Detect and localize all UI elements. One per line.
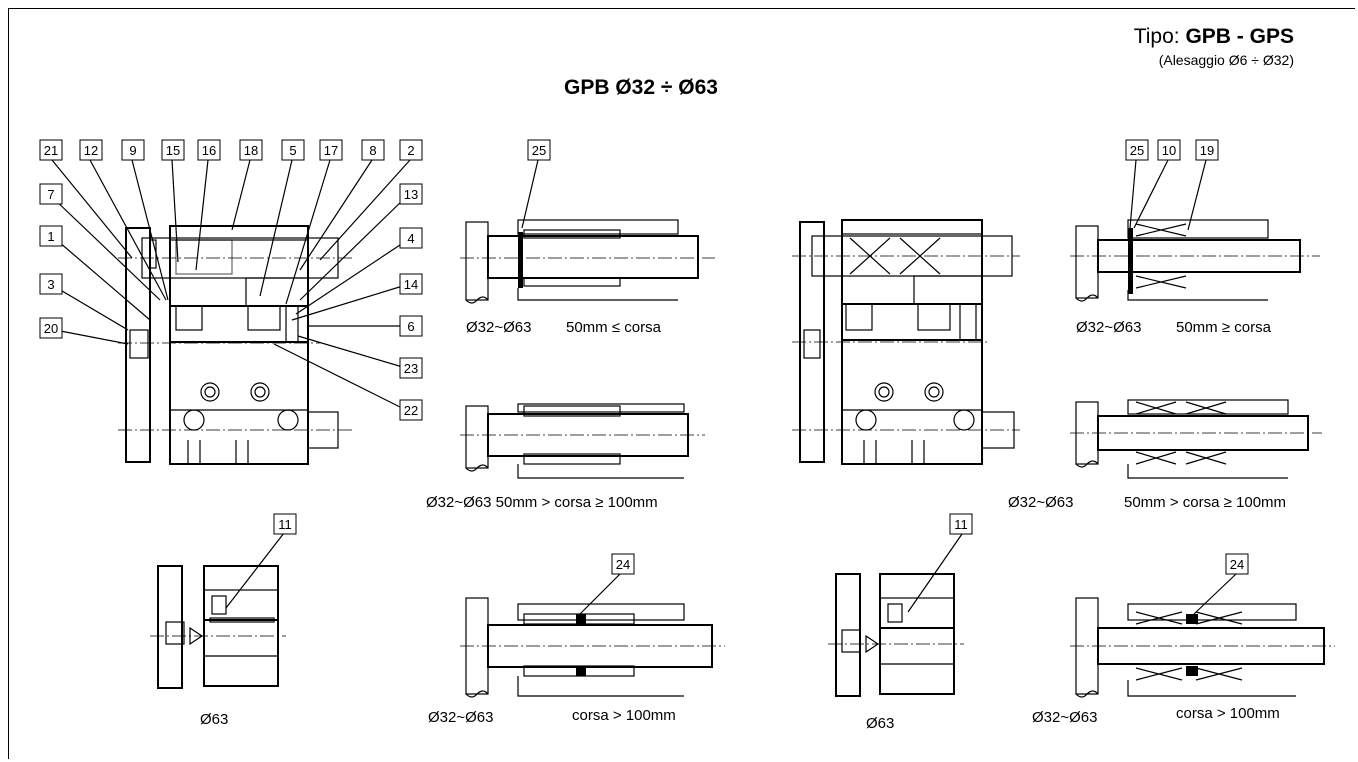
part-tag: 21 [39, 139, 63, 161]
part-tag: 16 [197, 139, 221, 161]
caption-size-stroke: Ø32~Ø63 50mm > corsa ≥ 100mm [426, 494, 658, 511]
part-tag: 19 [1195, 139, 1219, 161]
svg-text:12: 12 [84, 143, 98, 158]
svg-text:24: 24 [1230, 557, 1244, 572]
part-tag: 9 [121, 139, 145, 161]
svg-text:5: 5 [289, 143, 296, 158]
svg-text:17: 17 [324, 143, 338, 158]
caption-stroke: 50mm ≤ corsa [566, 319, 661, 336]
svg-text:11: 11 [278, 517, 292, 532]
gps-long-stroke-view [1070, 597, 1335, 698]
svg-text:20: 20 [44, 321, 58, 336]
gpb-long-stroke-view [460, 597, 725, 698]
svg-text:23: 23 [404, 361, 418, 376]
type-value: GPB - GPS [1185, 25, 1294, 48]
detail-view-right [828, 573, 964, 697]
svg-text:19: 19 [1200, 143, 1214, 158]
part-tag: 20 [39, 317, 63, 339]
part-tag: 22 [399, 399, 423, 421]
part-tag: 14 [399, 273, 423, 295]
caption-stroke: corsa > 100mm [572, 707, 676, 724]
part-tag: 25 [1125, 139, 1149, 161]
detail-caption: Ø63 [200, 711, 229, 728]
part-tag: 13 [399, 183, 423, 205]
svg-text:6: 6 [407, 319, 414, 334]
caption-size: Ø32~Ø63 [1032, 709, 1098, 726]
svg-text:4: 4 [407, 231, 414, 246]
part-tag: 18 [239, 139, 263, 161]
svg-text:1: 1 [47, 229, 54, 244]
drawing-border [8, 8, 1355, 759]
part-tag: 24 [1225, 553, 1249, 575]
leader-lines [49, 159, 1237, 615]
part-tag: 2 [399, 139, 423, 161]
part-tag: 1 [39, 225, 63, 247]
gpb-assembly-view [118, 225, 352, 465]
gpb-mid-stroke-view [460, 403, 705, 479]
part-tag: 10 [1157, 139, 1181, 161]
detail-view-left [150, 565, 286, 689]
caption-stroke: 50mm > corsa ≥ 100mm [1124, 494, 1287, 511]
part-tag: 8 [361, 139, 385, 161]
part-tag: 12 [79, 139, 103, 161]
gps-mid-stroke-view [1070, 399, 1322, 479]
svg-text:14: 14 [404, 277, 418, 292]
part-tag: 3 [39, 273, 63, 295]
svg-text:18: 18 [244, 143, 258, 158]
caption-size: Ø32~Ø63 [428, 709, 494, 726]
gps-assembly-view [792, 219, 1020, 465]
part-tag: 11 [273, 513, 297, 535]
svg-text:21: 21 [44, 143, 58, 158]
type-heading: Tipo: GPB - GPS [1134, 26, 1294, 47]
svg-text:9: 9 [129, 143, 136, 158]
part-tag: 15 [161, 139, 185, 161]
svg-text:25: 25 [1130, 143, 1144, 158]
caption-size: Ø32~Ø63 [1008, 494, 1074, 511]
svg-text:22: 22 [404, 403, 418, 418]
svg-text:7: 7 [47, 187, 54, 202]
caption-size: Ø32~Ø63 [1076, 319, 1142, 336]
part-tag: 4 [399, 227, 423, 249]
detail-caption: Ø63 [866, 715, 895, 732]
main-title: GPB Ø32 ÷ Ø63 [564, 76, 718, 99]
part-tag: 23 [399, 357, 423, 379]
caption-size: Ø32~Ø63 [466, 319, 532, 336]
part-tag: 24 [611, 553, 635, 575]
svg-text:16: 16 [202, 143, 216, 158]
part-tags: 21 12 9 15 16 18 5 17 8 2 13 7 1 4 3 14 … [39, 139, 1249, 575]
caption-stroke: corsa > 100mm [1176, 705, 1280, 722]
part-tag: 6 [399, 315, 423, 337]
svg-text:3: 3 [47, 277, 54, 292]
part-tag: 17 [319, 139, 343, 161]
bore-range: (Alesaggio Ø6 ÷ Ø32) [1158, 52, 1294, 68]
part-tag: 11 [949, 513, 973, 535]
caption-stroke: 50mm ≥ corsa [1176, 319, 1271, 336]
svg-text:15: 15 [166, 143, 180, 158]
gpb-short-stroke-view [460, 219, 715, 304]
svg-text:8: 8 [369, 143, 376, 158]
svg-text:10: 10 [1162, 143, 1176, 158]
svg-text:13: 13 [404, 187, 418, 202]
part-tag: 25 [527, 139, 551, 161]
part-tag: 7 [39, 183, 63, 205]
gps-short-stroke-view [1070, 219, 1320, 302]
part-tag: 5 [281, 139, 305, 161]
type-prefix: Tipo: [1133, 25, 1186, 48]
svg-text:11: 11 [954, 517, 968, 532]
svg-text:2: 2 [407, 143, 414, 158]
svg-text:24: 24 [616, 557, 630, 572]
svg-text:25: 25 [532, 143, 546, 158]
